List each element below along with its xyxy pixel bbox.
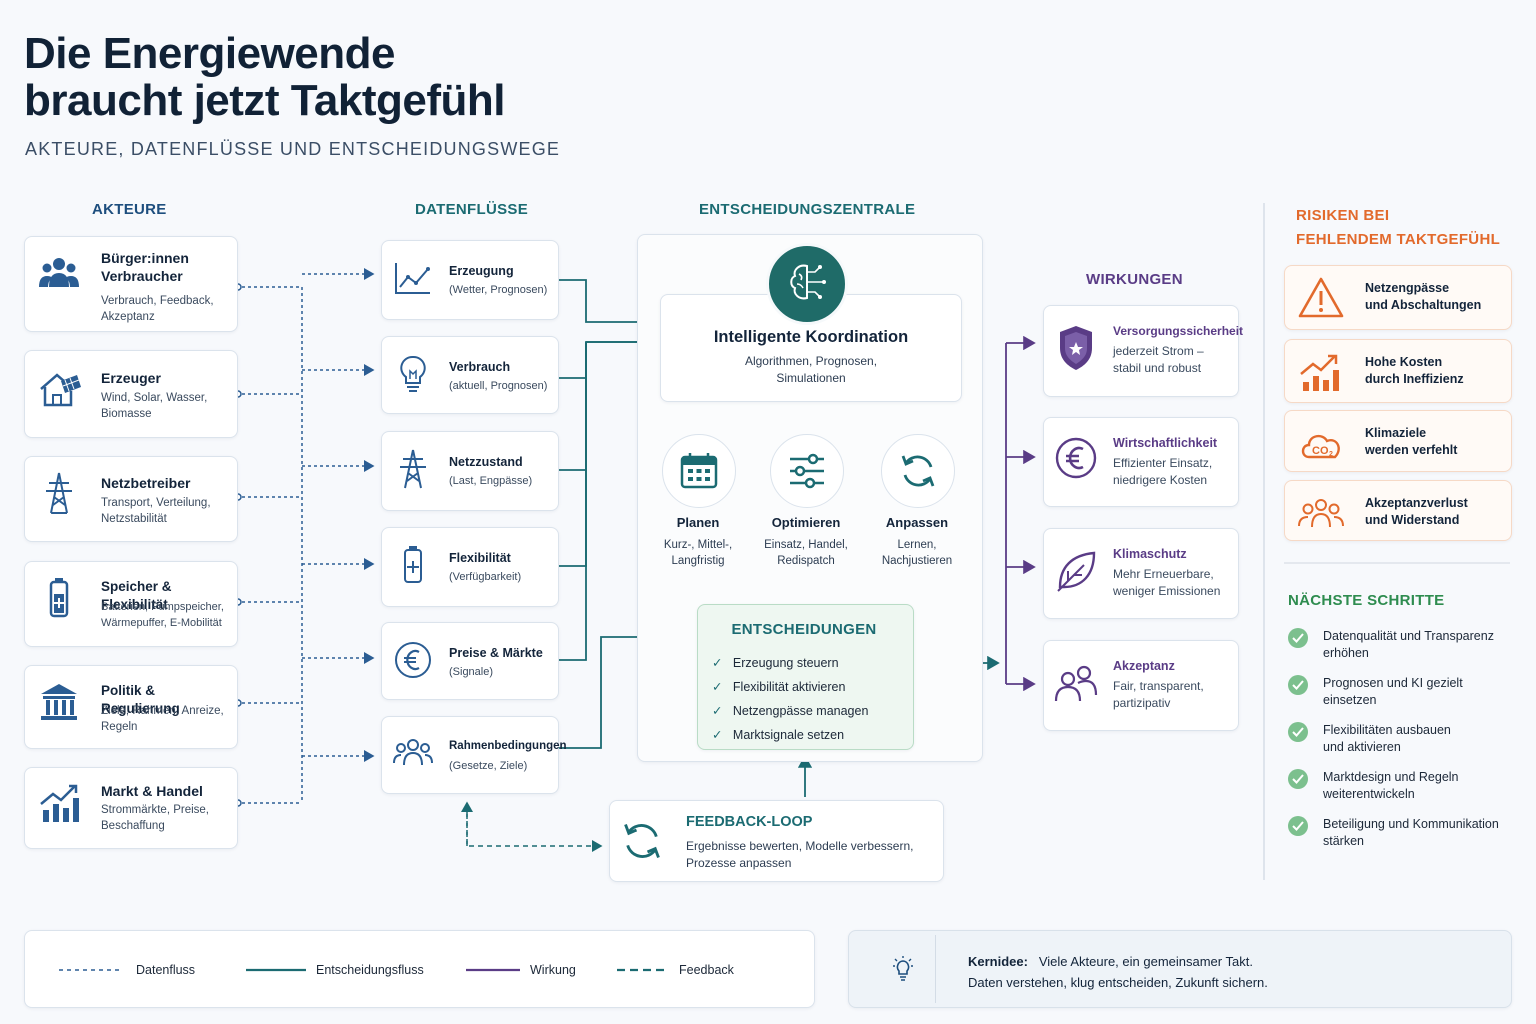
actors-heading: AKTEURE [92,201,167,218]
check-icon [1288,769,1308,789]
line-chart-icon [395,263,430,294]
people-icon [1054,665,1098,702]
brain-circuit-icon [790,264,826,300]
stage-planen[interactable] [662,434,736,508]
decision-item: ✓ Marktsignale setzen [712,728,845,742]
leaf-icon [1057,551,1096,592]
power-pylon-icon [46,472,72,514]
page-title-line1: Die Energiewende [24,29,396,78]
decisions-list: ✓ Erzeugung steuern ✓ Flexibilität aktiv… [712,651,868,747]
sliders-icon [790,453,824,489]
decisions-box: ENTSCHEIDUNGEN ✓ Erzeugung steuern ✓ Fle… [697,604,914,750]
key-idea-box: Kernidee: Viele Akteure, ein gemeinsamer… [848,930,1512,1008]
actor-card-speicher[interactable]: Speicher & Flexibilität Batterien, Pumps… [24,561,238,647]
impact-card-wirtschaftlichkeit[interactable]: Wirtschaftlichkeit Effizienter Einsatz,n… [1043,417,1239,507]
page-title: Die Energiewende braucht jetzt Taktgefüh… [24,30,505,124]
actor-card-politik[interactable]: Politik & Regulierung Ziele, Rahmen, Anr… [24,665,238,749]
coordination-title: Intelligente Koordination [713,328,909,346]
battery-icon [49,578,69,618]
people-icon [39,258,79,287]
government-building-icon [41,684,77,720]
stage-anpassen[interactable] [881,434,955,508]
stage-planen-label: Planen Kurz-, Mittel-,Langfristig [663,515,733,567]
power-pylon-icon [400,449,426,489]
coordination-box[interactable]: Intelligente Koordination Algorithmen, P… [660,294,962,402]
decision-item: ✓ Erzeugung steuern [712,656,839,670]
market-chart-icon [40,784,79,822]
check-icon [1288,675,1308,695]
people-icon [1298,499,1344,528]
flow-card-verbrauch[interactable]: Verbrauch (aktuell, Prognosen) [381,336,559,414]
euro-icon [1055,437,1097,479]
stage-optimieren-label: Optimieren Einsatz, Handel,Redispatch [764,515,848,567]
co2-cloud-icon: CO 2 [1301,434,1340,459]
impact-connectors [1005,335,1036,692]
risks-heading: RISIKEN BEI FEHLENDEM TAKTGEFÜHL [1296,207,1501,248]
flow-card-netzzustand[interactable]: Netzzustand (Last, Engpässe) [381,431,559,511]
legend-wirkung-line [466,968,520,972]
lightbulb-icon [400,355,426,392]
legend-feedback-line [617,968,669,972]
stage-optimieren[interactable] [770,434,844,508]
battery-icon [404,546,422,583]
stage-anpassen-label: Anpassen Lernen,Nachjustieren [881,515,953,567]
dataflow-connectors [242,268,375,804]
actor-card-erzeuger[interactable]: Erzeuger Wind, Solar, Wasser,Biomasse [24,350,238,438]
impact-card-akzeptanz[interactable]: Akzeptanz Fair, transparent,partizipativ [1043,640,1239,731]
page-title-line2: braucht jetzt Taktgefühl [24,76,505,125]
actor-card-netzbetreiber[interactable]: Netzbetreiber Transport, Verteilung,Netz… [24,456,238,542]
impact-card-klimaschutz[interactable]: Klimaschutz Mehr Erneuerbare,weniger Emi… [1043,528,1239,619]
page-subtitle: AKTEURE, DATENFLÜSSE UND ENTSCHEIDUNGSWE… [25,139,561,159]
shield-icon [1060,326,1092,370]
check-icon [1288,816,1308,836]
svg-text:CO: CO [1312,445,1329,457]
legend-datenfluss: Datenfluss [136,963,196,977]
feedback-connector [461,801,603,852]
steps-heading: NÄCHSTE SCHRITTE [1288,592,1445,609]
center-heading: ENTSCHEIDUNGSZENTRALE [699,201,916,218]
decisions-title: ENTSCHEIDUNGEN [731,621,877,638]
actor-card-markt[interactable]: Markt & Handel Strommärkte, Preise,Besch… [24,767,238,849]
legend-box: Datenfluss Entscheidungsfluss Wirkung Fe… [24,930,815,1008]
check-icon [1288,628,1308,648]
impacts-heading: WIRKUNGEN [1086,271,1183,288]
solar-house-icon [40,373,81,407]
lightbulb-icon [893,956,913,981]
flow-card-flexibilitaet[interactable]: Flexibilität (Verfügbarkeit) [381,527,559,607]
rising-cost-icon [1300,354,1339,391]
refresh-icon [901,455,935,487]
people-icon [393,739,433,766]
decision-item: ✓ Flexibilität aktivieren [712,680,846,694]
decision-item: ✓ Netzengpässe managen [712,704,869,718]
legend-entscheidungsfluss-line [246,968,306,972]
flow-card-preise[interactable]: Preise & Märkte (Signale) [381,622,559,700]
flow-card-erzeugung[interactable]: Erzeugung (Wetter, Prognosen) [381,240,559,320]
coordination-desc: Algorithmen, Prognosen,Simulationen [744,354,878,385]
impact-card-versorgungssicherheit[interactable]: Versorgungssicherheit jederzeit Strom –s… [1043,305,1243,397]
legend-wirkung: Wirkung [530,963,576,977]
warning-icon [1298,277,1344,318]
feedback-desc: Ergebnisse bewerten, Modelle verbessern,… [686,839,914,870]
brain-badge [766,243,848,325]
svg-text:2: 2 [1329,451,1333,458]
flow-card-rahmenbedingungen[interactable]: Rahmenbedingungen (Gesetze, Ziele) [381,716,567,794]
legend-datenfluss-line [59,969,123,971]
legend-entscheidungsfluss: Entscheidungsfluss [316,963,424,977]
legend-feedback: Feedback [679,963,734,977]
check-icon [1288,722,1308,742]
feedback-loop-box[interactable]: FEEDBACK-LOOP Ergebnisse bewerten, Model… [609,800,944,882]
refresh-icon [624,823,660,859]
flows-heading: DATENFLÜSSE [415,201,529,218]
euro-icon [395,642,431,678]
calendar-icon [680,453,718,489]
key-idea-text: Kernidee: Viele Akteure, ein gemeinsamer… [968,954,1268,990]
feedback-title: FEEDBACK-LOOP [686,814,813,830]
